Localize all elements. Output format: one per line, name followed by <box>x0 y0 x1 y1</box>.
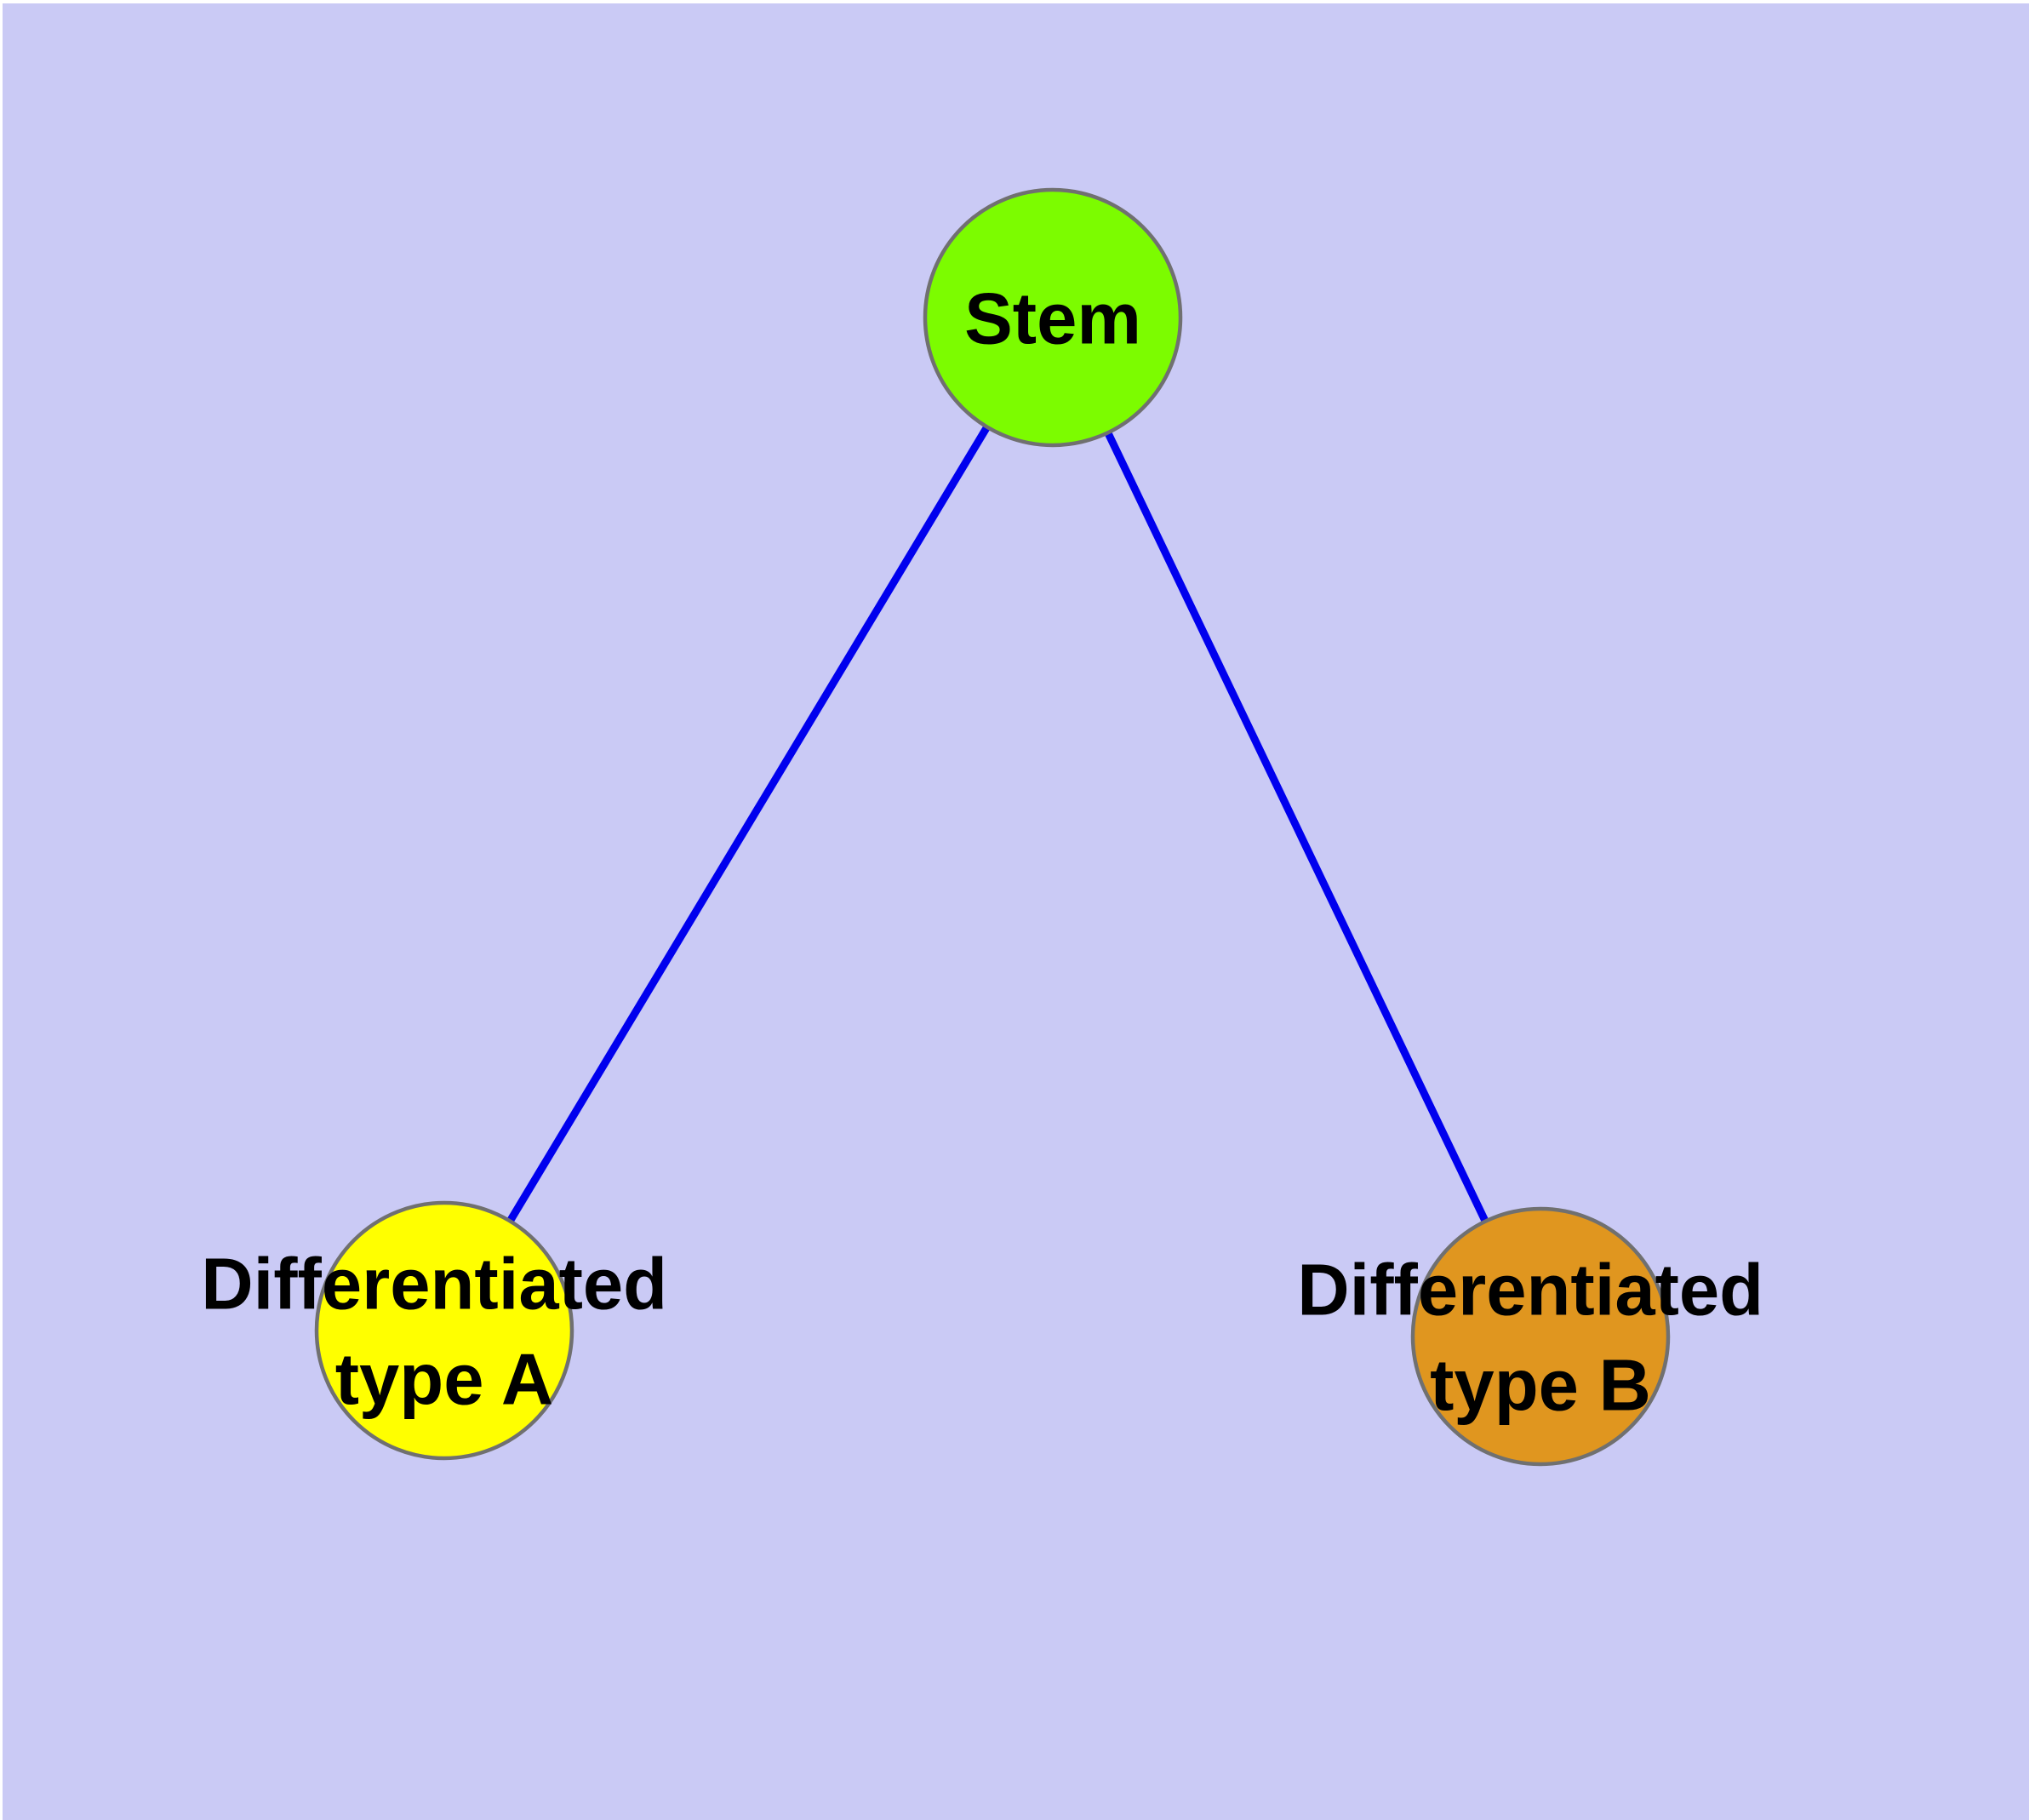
node-differentiated-type-a: Differentiated type A <box>201 1200 687 1461</box>
node-stem-label-line: Stem <box>964 279 1141 360</box>
node-differentiated-type-b: Differentiated type B <box>1297 1206 1783 1467</box>
node-differentiated-type-a-label-line2: type A <box>335 1340 554 1421</box>
node-stem-circle <box>923 187 1183 448</box>
node-differentiated-type-a-circle <box>314 1200 574 1461</box>
node-stem-label: Stem <box>964 279 1141 360</box>
node-differentiated-type-b-circle <box>1410 1206 1671 1467</box>
node-differentiated-type-a-label: Differentiated type A <box>201 1245 687 1421</box>
edge-stem-to-typeB <box>1049 316 1545 1338</box>
node-differentiated-type-a-label-line1: Differentiated <box>201 1245 667 1325</box>
node-differentiated-type-b-label-line2: type B <box>1430 1346 1651 1427</box>
node-stem: Stem <box>923 187 1183 448</box>
edge-stem-to-typeA <box>441 315 1056 1333</box>
node-differentiated-type-b-label: Differentiated type B <box>1297 1251 1783 1427</box>
node-differentiated-type-b-label-line1: Differentiated <box>1297 1251 1763 1331</box>
